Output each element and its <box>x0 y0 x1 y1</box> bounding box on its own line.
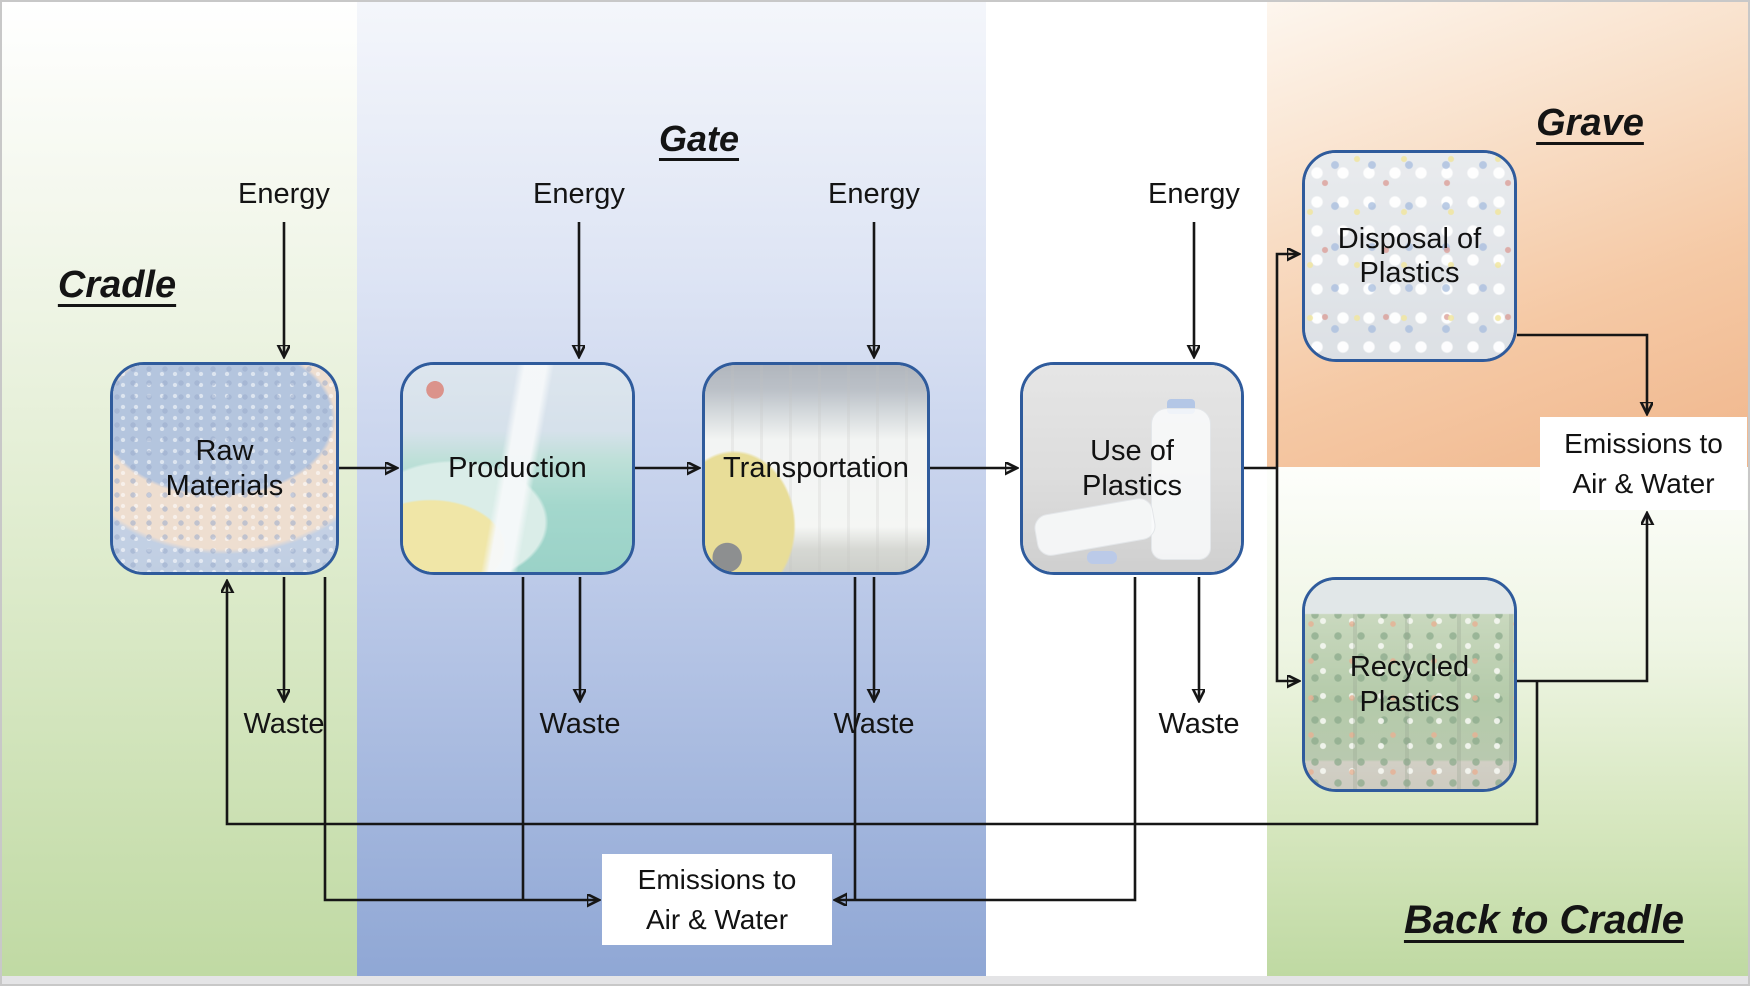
energy-label-raw-materials: Energy <box>238 178 330 210</box>
stage-label-disposal-of-plastics: Disposal of Plastics <box>1337 222 1482 289</box>
stage-label-recycled-plastics: Recycled Plastics <box>1349 651 1470 718</box>
image-wash-overlay <box>1305 580 1514 789</box>
energy-label-production: Energy <box>533 178 625 210</box>
disposal-waste-pile-image <box>1305 153 1514 359</box>
emissions-bottom-line1: Emissions to <box>637 863 797 895</box>
emissions-line-use-to-bottom-box <box>836 577 1137 900</box>
arrow-use-to-disposal <box>1275 254 1298 468</box>
waste-label-production: Waste <box>539 708 621 740</box>
return-line-recycled-to-raw <box>227 582 1539 826</box>
heading-gate: Gate <box>658 118 740 159</box>
emissions-right-line2: Air & Water <box>1572 467 1715 499</box>
image-wash-overlay <box>403 365 632 572</box>
emissions-box-bottom: Emissions to Air & Water <box>602 854 832 945</box>
waste-label-transportation: Waste <box>833 708 915 740</box>
emissions-line-raw-to-bottom-box <box>323 577 598 900</box>
stage-box-disposal-of-plastics: Disposal of Plastics <box>1302 150 1517 362</box>
raw-materials-pellets-image <box>113 365 336 572</box>
production-line-image <box>403 365 632 572</box>
standing-bottle-graphic <box>1151 408 1211 560</box>
energy-label-transportation: Energy <box>828 178 920 210</box>
emissions-box-right: Emissions to Air & Water <box>1540 417 1747 510</box>
stage-label-production: Production <box>448 452 587 485</box>
heading-back-to-cradle: Back to Cradle <box>1403 898 1685 942</box>
image-wash-overlay <box>1023 365 1241 572</box>
slide-bottom-edge <box>2 976 1748 984</box>
transportation-warehouse-image <box>705 365 927 572</box>
stage-box-raw-materials: Raw Materials <box>110 362 339 575</box>
heading-grave: Grave <box>1536 102 1644 144</box>
energy-label-use: Energy <box>1148 178 1240 210</box>
arrow-use-to-recycled <box>1275 468 1298 681</box>
waste-label-raw-materials: Waste <box>243 708 325 740</box>
recycled-bales-image <box>1305 580 1514 789</box>
plastic-bottles-image <box>1023 365 1241 572</box>
arrow-recycled-to-emissions <box>1517 514 1647 683</box>
loose-cap-graphic <box>1087 551 1117 564</box>
heading-cradle: Cradle <box>57 264 177 306</box>
stage-box-transportation: Transportation <box>702 362 930 575</box>
stage-label-transportation: Transportation <box>723 452 909 485</box>
stage-label-use-of-plastics: Use of Plastics <box>1082 435 1182 502</box>
stage-box-use-of-plastics: Use of Plastics <box>1020 362 1244 575</box>
emissions-bottom-line2: Air & Water <box>645 903 789 935</box>
stage-box-recycled-plastics: Recycled Plastics <box>1302 577 1517 792</box>
waste-label-use: Waste <box>1158 708 1240 740</box>
image-wash-overlay <box>113 365 336 572</box>
stage-box-production: Production <box>400 362 635 575</box>
image-wash-overlay <box>1305 153 1514 359</box>
stage-label-raw-materials: Raw Materials <box>165 435 284 502</box>
emissions-right-line1: Emissions to <box>1564 427 1723 459</box>
arrow-disposal-to-emissions <box>1517 333 1647 413</box>
image-wash-overlay <box>705 365 927 572</box>
